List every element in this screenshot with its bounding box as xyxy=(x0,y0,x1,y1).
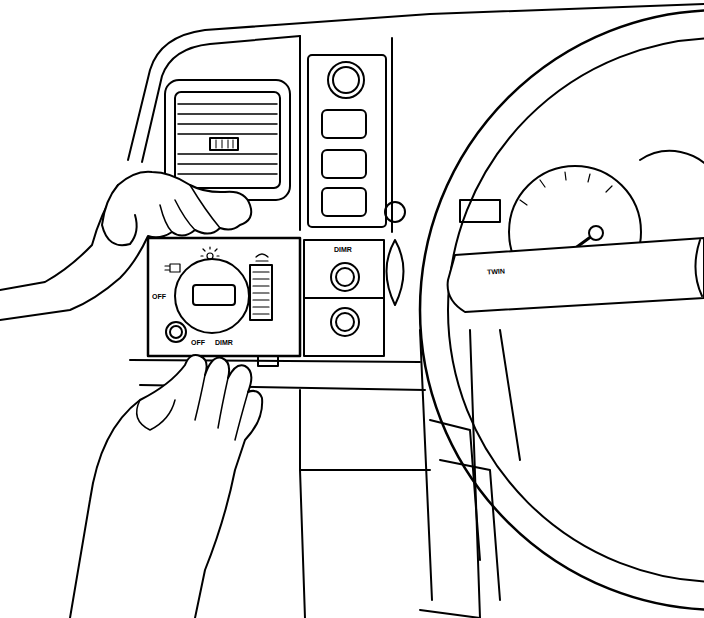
switch-label: OFF xyxy=(151,293,167,300)
switch-label: OFF xyxy=(190,339,206,346)
switch-label: TWIN xyxy=(486,267,506,275)
switch-label: DIMR xyxy=(214,339,234,346)
switch-label: DIMR xyxy=(333,246,353,253)
